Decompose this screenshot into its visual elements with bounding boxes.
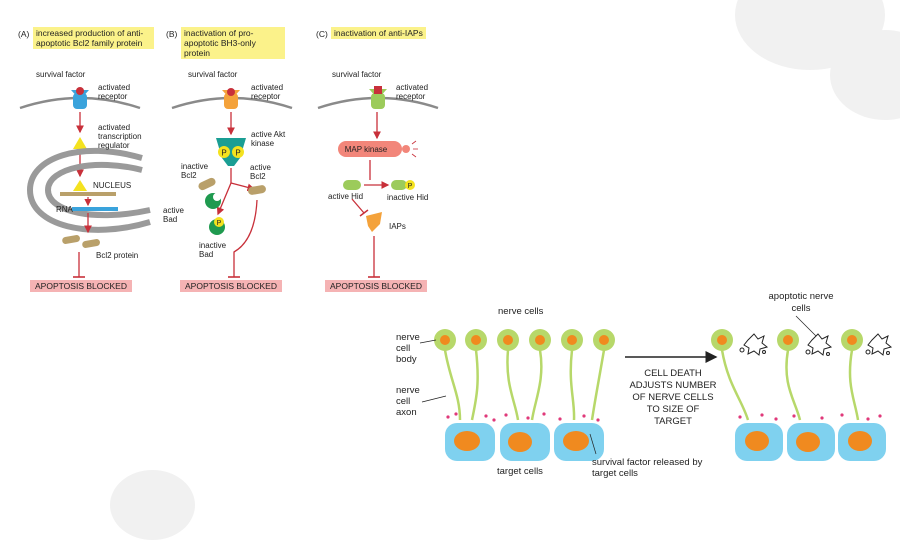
panel-b-header: (B) inactivation of pro-apoptotic BH3-on… (166, 27, 296, 61)
rna-label: RNA (56, 205, 73, 214)
cell-death-label: CELL DEATH ADJUSTS NUMBER OF NERVE CELLS… (629, 368, 717, 427)
nucleus-inner-icon (73, 180, 87, 191)
target-cell (500, 423, 550, 461)
target-cell (838, 423, 886, 461)
target-cells-label: target cells (497, 466, 543, 477)
nerve-cell (465, 329, 487, 421)
apoptotic-nerve-cells-label: apoptotic nerve cells (768, 291, 834, 314)
nerve-cell (841, 329, 863, 421)
inactive-bcl2-label: inactive Bcl2 (181, 162, 209, 180)
apoptosis-blocked-c: APOPTOSIS BLOCKED (325, 280, 427, 292)
receptor-b-icon (222, 88, 240, 109)
target-cell (554, 423, 604, 461)
map-kinase-label: MAP kinase (345, 145, 388, 154)
panel-a-title: increased production of anti-apoptotic B… (33, 27, 154, 49)
p-label: P (235, 149, 240, 158)
p-label: P (221, 149, 226, 158)
panel-c-header: (C) inactivation of anti-IAPs (316, 27, 456, 47)
panel-a-header: (A) increased production of anti-apoptot… (18, 27, 168, 61)
target-cell (787, 423, 835, 461)
iaps-icon (366, 212, 382, 232)
panel-a-letter: (A) (18, 29, 30, 39)
nerve-cell (777, 329, 802, 421)
nucleus-label: NUCLEUS (93, 181, 132, 190)
bcl2-protein-label: Bcl2 protein (96, 251, 139, 260)
receptor-c-icon (369, 86, 387, 109)
transcription-regulator-icon (73, 137, 87, 149)
transcription-regulator-label: activated transcription regulator (98, 123, 142, 150)
active-hid-label: active Hid (328, 192, 364, 201)
apoptotic-cell (805, 333, 833, 356)
nerve-cell (497, 329, 520, 421)
apoptosis-blocked-a: APOPTOSIS BLOCKED (30, 280, 132, 292)
survival-factor-dots (446, 412, 882, 422)
panel-c-letter: (C) (316, 29, 328, 39)
activated-receptor-label-c: activated receptor (396, 83, 429, 101)
apoptosis-blocked-b: APOPTOSIS BLOCKED (180, 280, 282, 292)
target-cell (445, 423, 495, 461)
rna-bar (72, 207, 118, 211)
receptor-a-icon (71, 87, 89, 109)
apoptotic-cell (865, 333, 893, 356)
diagram-graphics: P P P MAP kinase P (19, 86, 893, 461)
p-label: P (408, 183, 413, 190)
active-hid-icon (343, 180, 361, 190)
active-bcl2-icon (248, 185, 266, 195)
nerve-cell (434, 329, 462, 421)
inactive-bad-label: inactive Bad (199, 241, 227, 259)
nerve-cell (711, 329, 750, 421)
akt-kinase-label: active Akt kinase (251, 130, 286, 148)
active-bad-label: active Bad (163, 206, 184, 224)
apoptotic-cell (739, 333, 769, 356)
survival-factor-label-a: survival factor (36, 70, 86, 79)
survival-factor-label-c: survival factor (332, 70, 382, 79)
survival-factor-released-label: survival factor released by target cells (592, 457, 703, 479)
panel-b-letter: (B) (166, 29, 178, 39)
map-kinase-box (338, 141, 402, 157)
panel-b-title: inactivation of pro-apoptotic BH3-only p… (181, 27, 285, 59)
akt-kinase-icon: P P (216, 138, 246, 166)
activated-receptor-label-a: activated receptor (98, 83, 131, 101)
survival-factor-label-b: survival factor (188, 70, 238, 79)
active-bad-icon (205, 193, 221, 209)
nucleus-envelope (26, 147, 151, 233)
bcl2-protein-icon (62, 235, 101, 248)
target-cell (735, 423, 783, 461)
panel-c-title: inactivation of anti-IAPs (331, 27, 426, 39)
inactive-hid-label: inactive Hid (387, 193, 429, 202)
inactive-bad-icon: P (209, 217, 225, 235)
iaps-label: IAPs (389, 222, 406, 231)
nerve-cells-label: nerve cells (498, 306, 544, 317)
nerve-cell (590, 329, 615, 421)
p-label: P (217, 220, 222, 227)
inactive-hid-icon (391, 180, 407, 190)
nerve-cell-axon-label: nerve cell axon (396, 385, 420, 418)
inactive-bcl2-icon (198, 177, 216, 191)
nerve-cell-body-label: nerve cell body (396, 332, 420, 365)
nerve-cell (529, 329, 551, 421)
active-bcl2-label: active Bcl2 (250, 163, 271, 181)
activated-receptor-label-b: activated receptor (251, 83, 284, 101)
nerve-cell (561, 329, 583, 421)
